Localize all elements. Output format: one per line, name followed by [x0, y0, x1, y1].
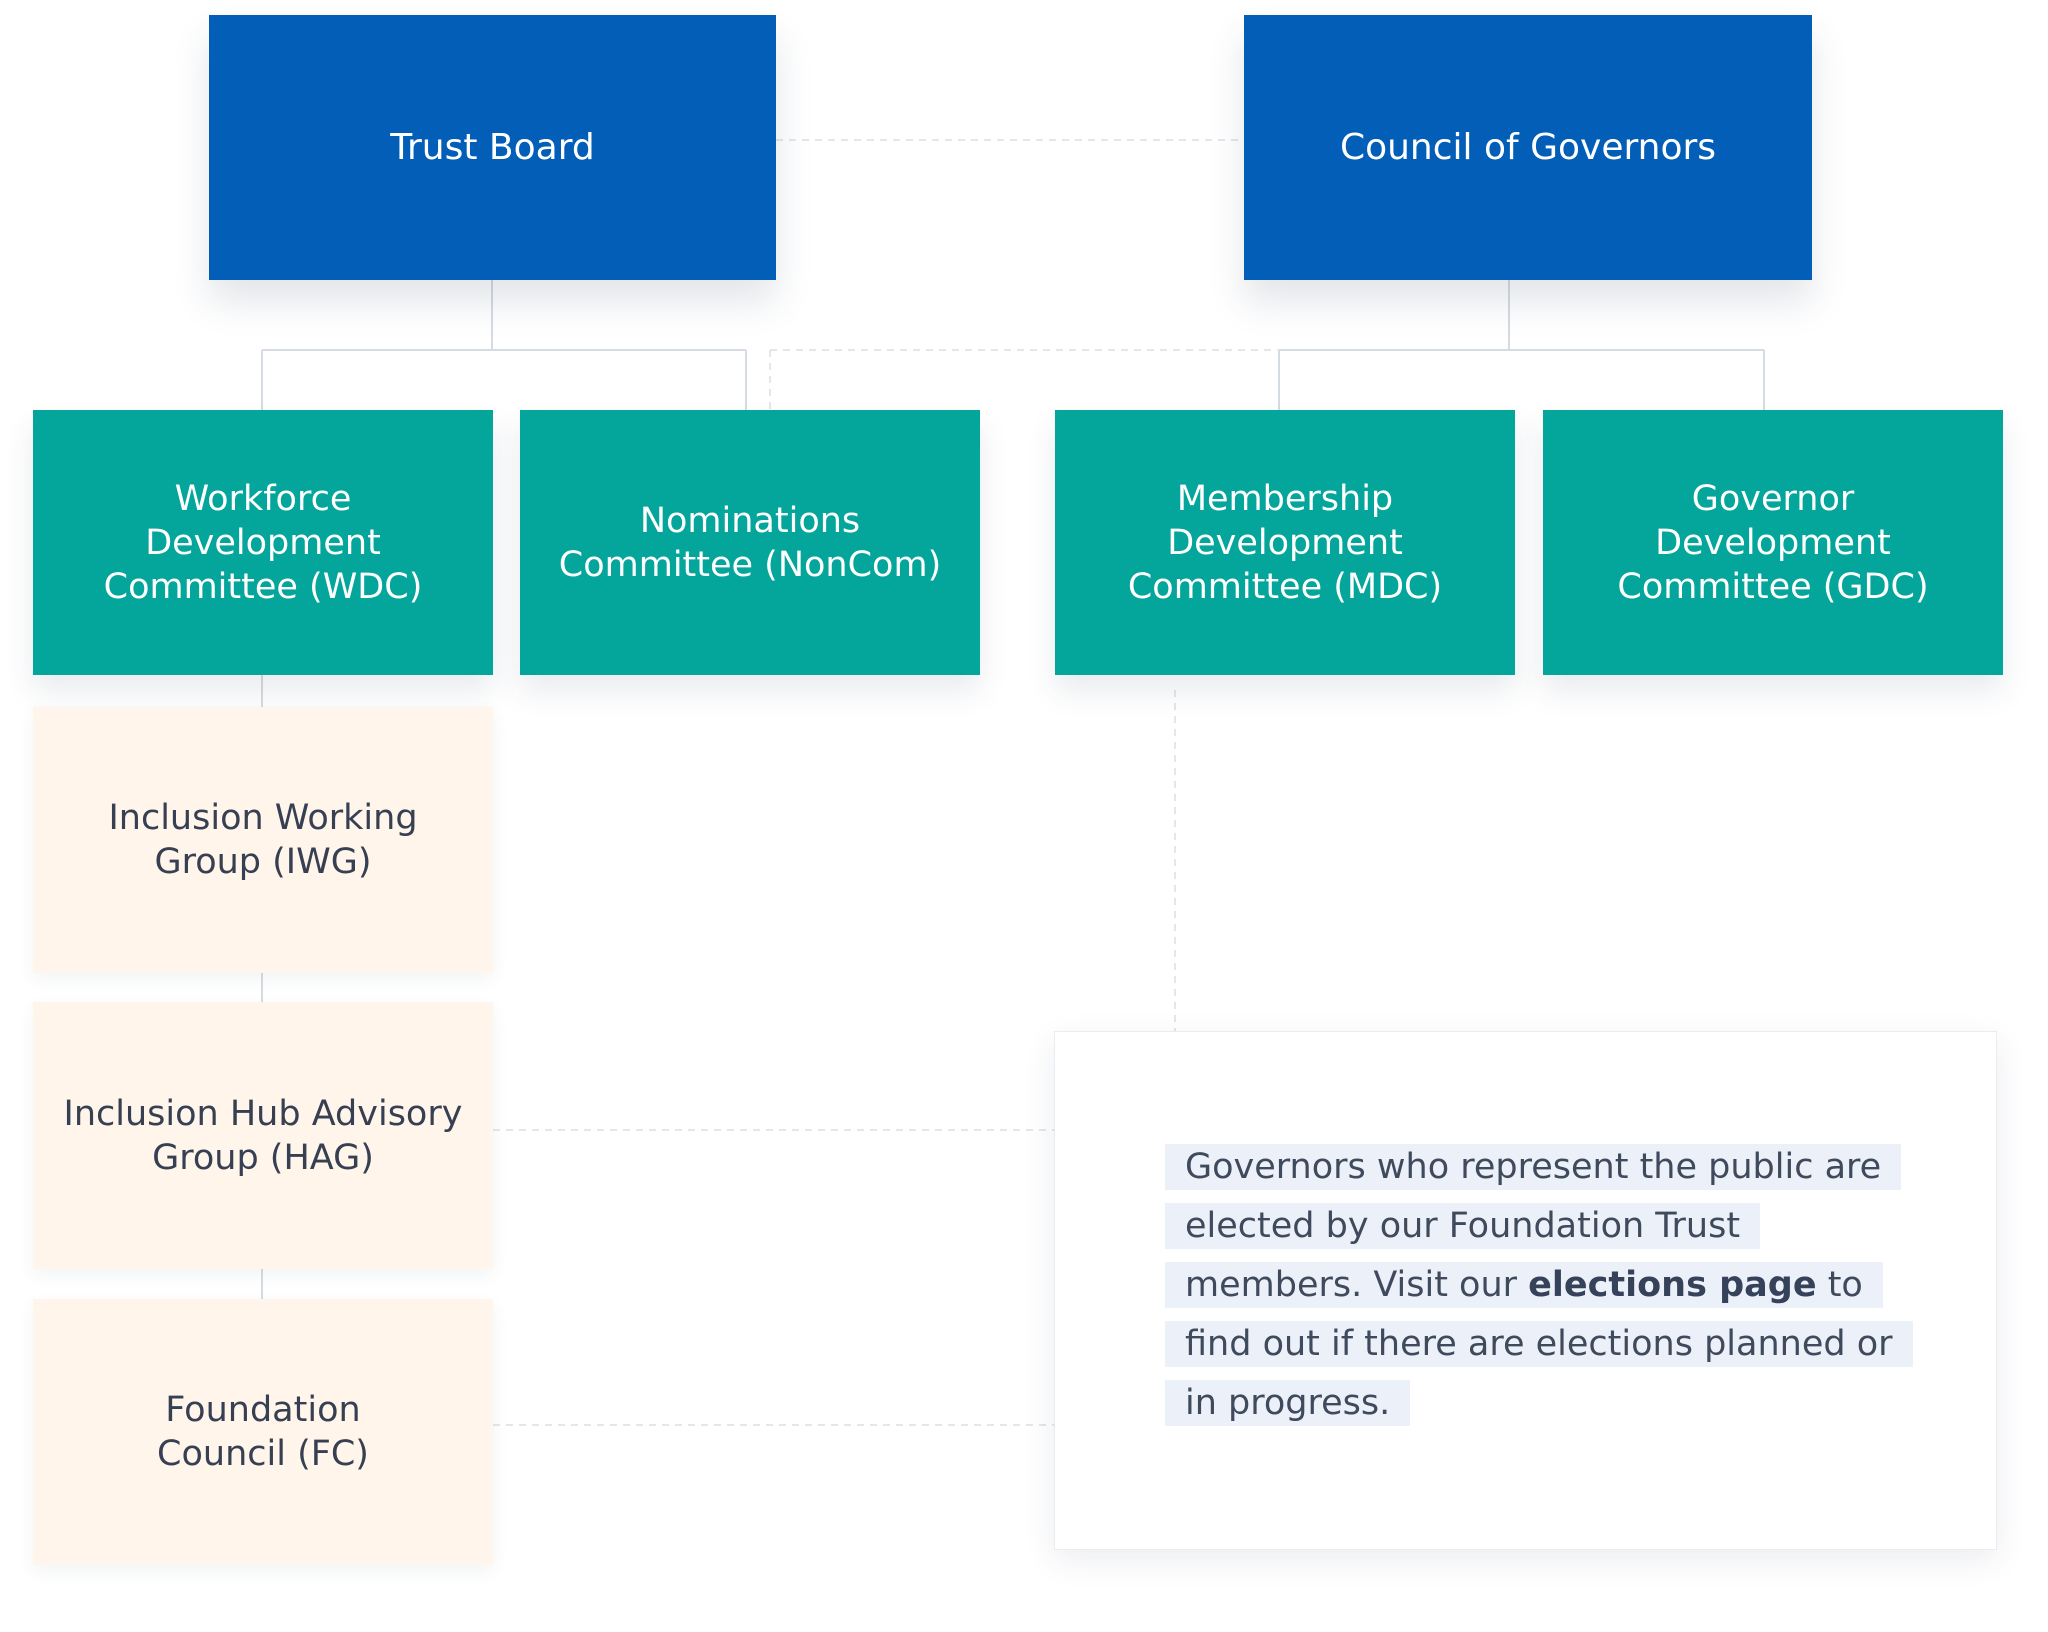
info-text-before: Governors who represent the public are e… — [1185, 1147, 1882, 1305]
inclusion-working-group-box: Inclusion Working Group (IWG) — [33, 707, 493, 973]
foundation-council-box: Foundation Council (FC) — [33, 1299, 493, 1565]
elections-info-card: Governors who represent the public are e… — [1054, 1031, 1997, 1550]
inclusion-hub-advisory-group-box: Inclusion Hub Advisory Group (HAG) — [33, 1002, 493, 1269]
council-of-governors-box: Council of Governors — [1244, 15, 1812, 280]
nominations-committee-box: Nominations Committee (NonCom) — [520, 410, 980, 675]
elections-page-link[interactable]: elections page — [1528, 1265, 1817, 1305]
trust-board-box: Trust Board — [209, 15, 776, 280]
membership-development-committee-box: Membership Development Committee (MDC) — [1055, 410, 1515, 675]
elections-info-text: Governors who represent the public are e… — [1165, 1138, 1913, 1433]
governor-development-committee-box: Governor Development Committee (GDC) — [1543, 410, 2003, 675]
workforce-development-committee-box: Workforce Development Committee (WDC) — [33, 410, 493, 675]
info-text-after: to find out if there are elections plann… — [1185, 1265, 1893, 1423]
